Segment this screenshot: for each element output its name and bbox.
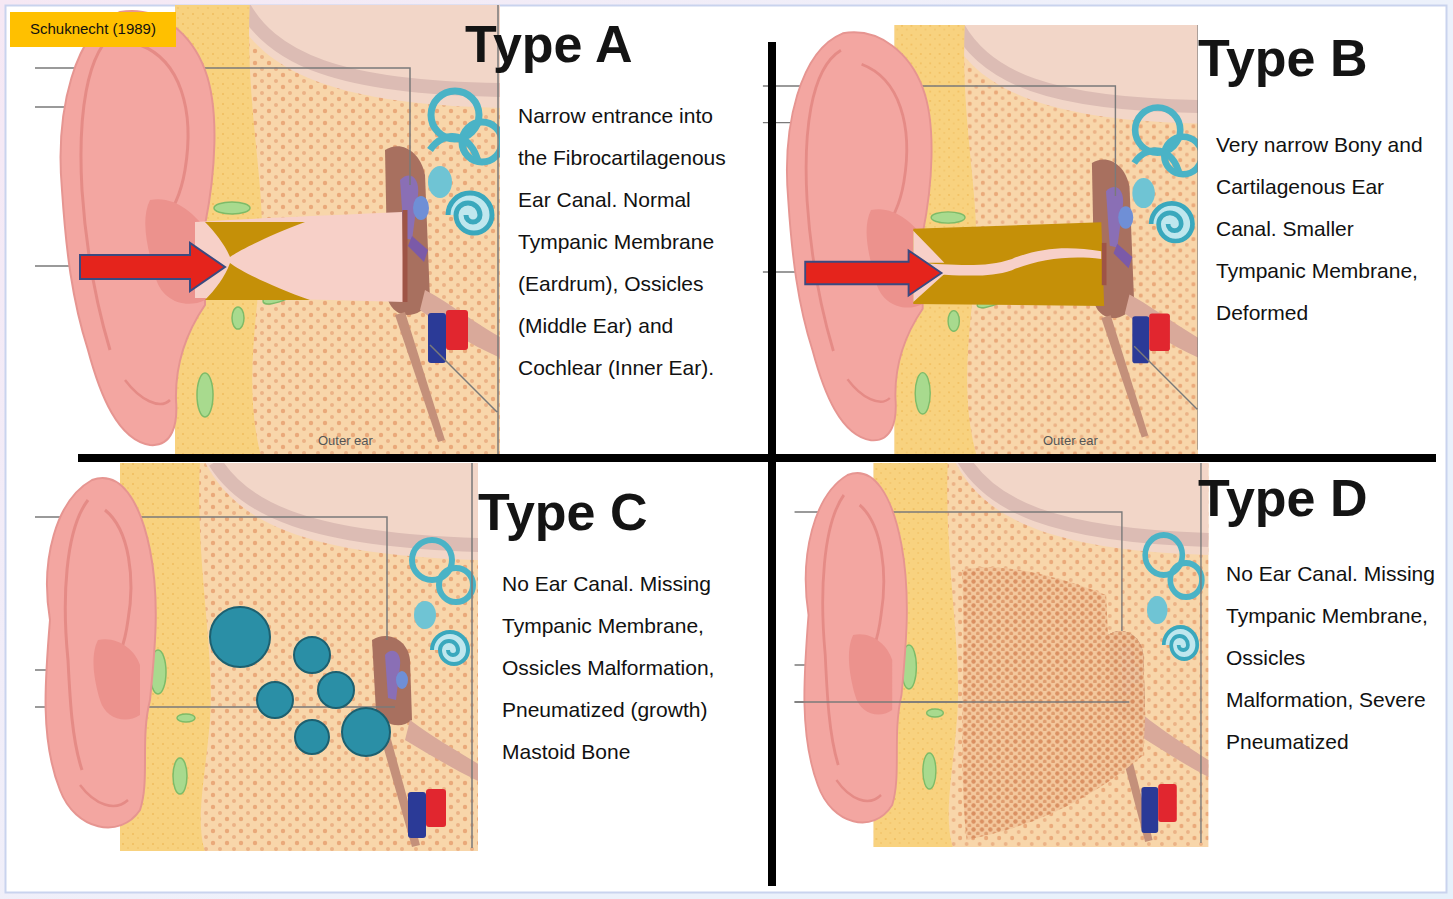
type-description: No Ear Canal. Missing Tympanic Membrane,… <box>502 563 752 773</box>
source-tag: Schuknecht (1989) <box>10 12 176 47</box>
part-label: Outer ear <box>318 433 373 449</box>
divider <box>78 454 1436 462</box>
citation-text: Schuknecht (1989) <box>30 19 156 39</box>
ear-type-d <box>795 463 1209 847</box>
type-description: No Ear Canal. Missing Tympanic Membrane,… <box>1226 553 1436 763</box>
ear-canal-a <box>195 210 405 302</box>
ear-type-b <box>763 25 1198 454</box>
dense-pneumatization <box>962 567 1145 840</box>
ear-type-c <box>35 463 478 851</box>
divider <box>768 42 776 886</box>
type-heading: Type A <box>465 16 633 72</box>
type-heading: Type C <box>478 484 648 540</box>
pneumatized-cells <box>210 607 390 756</box>
ear-type-a <box>35 5 500 455</box>
ear-canal-b <box>913 222 1104 306</box>
type-heading: Type B <box>1198 30 1368 86</box>
type-heading: Type D <box>1198 470 1368 526</box>
type-description: Narrow entrance into the Fibrocartilagen… <box>518 95 740 389</box>
part-label: Outer ear <box>1043 433 1098 449</box>
type-description: Very narrow Bony and Cartilagenous Ear C… <box>1216 124 1434 334</box>
